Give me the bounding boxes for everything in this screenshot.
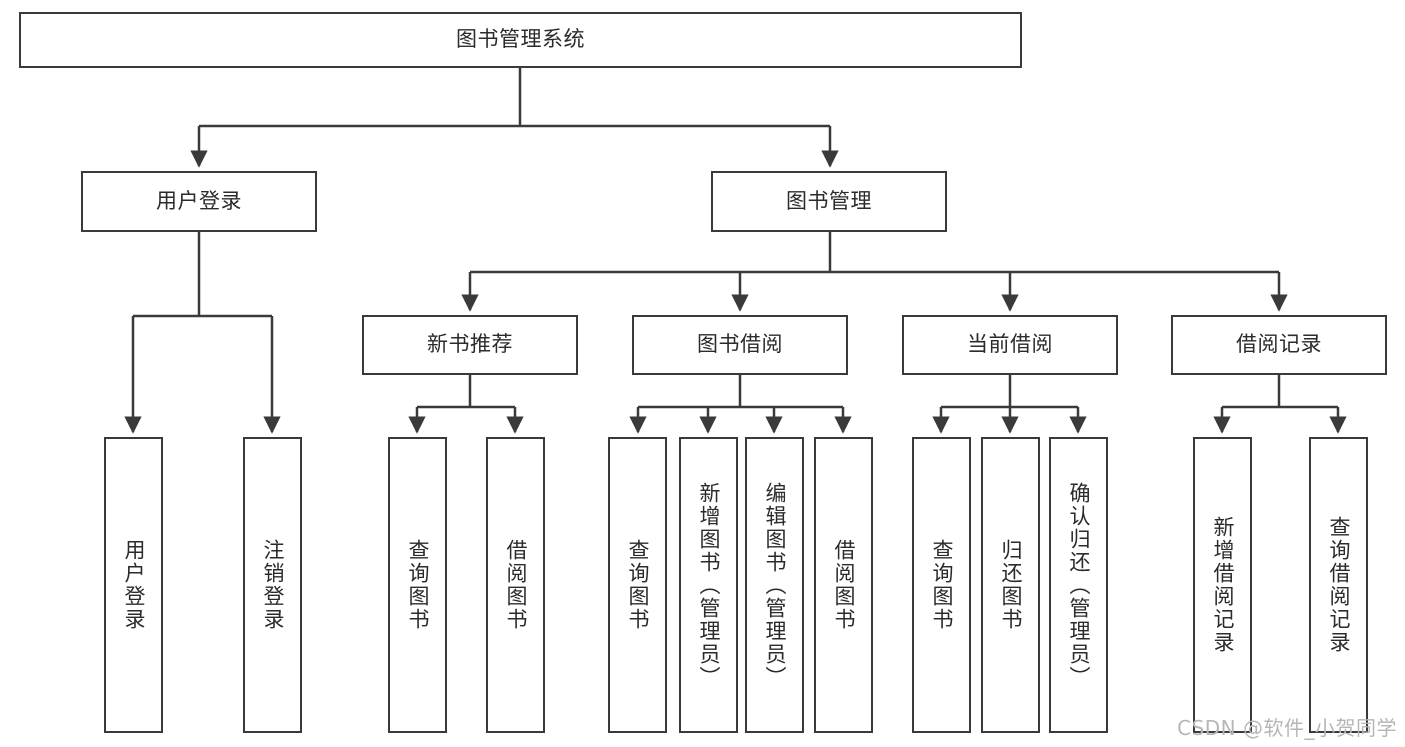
node-label: 当前借阅	[967, 332, 1053, 357]
node-label: 新增借阅记录	[1211, 516, 1235, 654]
node-label: 借阅图书	[504, 539, 528, 631]
node-label: 归还图书	[999, 539, 1023, 631]
node-label: 图书管理	[786, 188, 872, 213]
node-leaf-current-borrow-confirm[interactable]: 确认归还（管理员）	[1049, 437, 1108, 733]
node-label: 用户登录	[122, 539, 146, 631]
node-label: 新书推荐	[427, 332, 513, 357]
node-label: 注销登录	[261, 539, 285, 631]
node-label: 查询图书	[930, 539, 954, 631]
node-book-management[interactable]: 图书管理	[711, 171, 947, 232]
node-label: 查询图书	[406, 539, 430, 631]
node-label: 查询借阅记录	[1327, 516, 1351, 654]
node-leaf-current-borrow-return[interactable]: 归还图书	[981, 437, 1040, 733]
node-leaf-user-login-logout[interactable]: 注销登录	[243, 437, 302, 733]
watermark-text: CSDN @软件_小贺同学	[1177, 716, 1397, 740]
node-new-book-recommend[interactable]: 新书推荐	[362, 315, 578, 375]
node-label: 新增图书（管理员）	[697, 481, 721, 689]
node-leaf-book-borrow-add[interactable]: 新增图书（管理员）	[679, 437, 738, 733]
node-leaf-user-login-login[interactable]: 用户登录	[104, 437, 163, 733]
node-leaf-borrow-record-add[interactable]: 新增借阅记录	[1193, 437, 1252, 733]
node-label: 确认归还（管理员）	[1067, 481, 1091, 689]
node-label: 查询图书	[626, 539, 650, 631]
node-borrow-record[interactable]: 借阅记录	[1171, 315, 1387, 375]
node-label: 图书借阅	[697, 332, 783, 357]
node-book-borrow[interactable]: 图书借阅	[632, 315, 848, 375]
node-label: 借阅记录	[1236, 332, 1322, 357]
node-label: 图书管理系统	[456, 27, 585, 52]
node-label: 用户登录	[156, 188, 242, 213]
node-current-borrow[interactable]: 当前借阅	[902, 315, 1118, 375]
node-label: 借阅图书	[832, 539, 856, 631]
node-label: 编辑图书（管理员）	[763, 481, 787, 689]
node-user-login[interactable]: 用户登录	[81, 171, 317, 232]
node-leaf-new-book-query[interactable]: 查询图书	[388, 437, 447, 733]
node-leaf-borrow-record-query[interactable]: 查询借阅记录	[1309, 437, 1368, 733]
node-root-book-management-system[interactable]: 图书管理系统	[19, 12, 1022, 68]
node-leaf-current-borrow-query[interactable]: 查询图书	[912, 437, 971, 733]
node-leaf-book-borrow-edit[interactable]: 编辑图书（管理员）	[745, 437, 804, 733]
node-leaf-book-borrow-borrow[interactable]: 借阅图书	[814, 437, 873, 733]
node-leaf-new-book-borrow[interactable]: 借阅图书	[486, 437, 545, 733]
node-leaf-book-borrow-query[interactable]: 查询图书	[608, 437, 667, 733]
